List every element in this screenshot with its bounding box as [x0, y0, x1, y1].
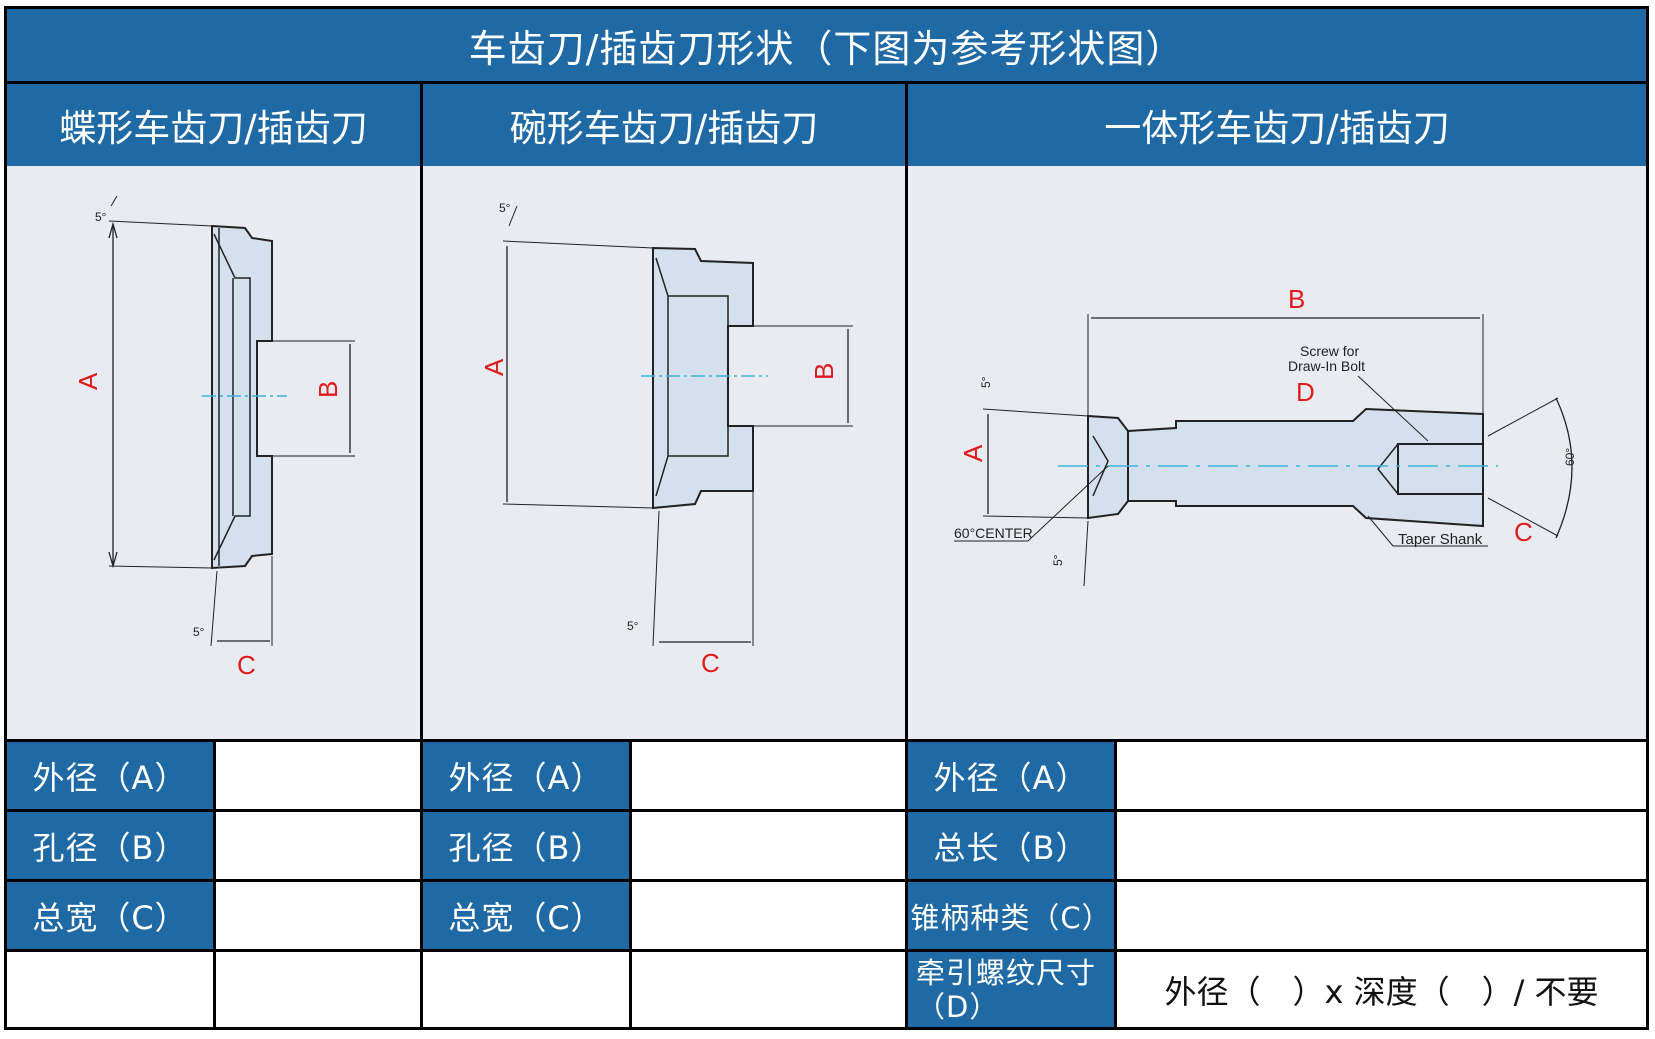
- dim-a-label: A: [73, 372, 103, 390]
- angle-bottom-3: 5°: [1051, 554, 1065, 566]
- label-total-width-2: 总宽（C）: [423, 882, 629, 949]
- heading-integral-type: 一体形车齿刀/插齿刀: [908, 84, 1646, 166]
- label-thread-size-3: 牵引螺纹尺寸（D）: [908, 952, 1114, 1027]
- label-bore-diameter-2: 孔径（B）: [423, 812, 629, 879]
- bowl-cutter-drawing: A B C 5° 5°: [479, 201, 853, 678]
- divider: [7, 879, 1646, 882]
- label-bore-diameter-1: 孔径（B）: [7, 812, 213, 879]
- label-outer-diameter-1: 外径（A）: [7, 742, 213, 809]
- label-total-length-3: 总长（B）: [908, 812, 1114, 879]
- label-taper-type-3: 锥柄种类（C）: [908, 882, 1114, 949]
- dim-b-label: B: [313, 381, 343, 398]
- drawing-panel-bowl: A B C 5° 5°: [423, 166, 905, 739]
- divider: [905, 81, 908, 1027]
- angle-bottom: 5°: [193, 625, 205, 639]
- form-title: 车齿刀/插齿刀形状（下图为参考形状图）: [7, 9, 1646, 81]
- dim-d-label: D: [1296, 377, 1315, 407]
- angle-top-3: 5°: [979, 376, 993, 388]
- heading-disc-type: 蝶形车齿刀/插齿刀: [7, 84, 420, 166]
- input-bore-diameter-1[interactable]: [216, 812, 420, 879]
- angle-60-label: 60°: [1563, 448, 1577, 466]
- dim-c-label-2: C: [701, 648, 720, 678]
- dim-b-label-2: B: [809, 363, 839, 380]
- dim-a-label-2: A: [479, 358, 509, 376]
- integral-cutter-drawing: B A D Screw for Draw-In Bolt Taper Shank…: [954, 284, 1577, 587]
- screw-label-2: Draw-In Bolt: [1288, 358, 1365, 374]
- center-label: 60°CENTER: [954, 525, 1033, 541]
- empty-value-2[interactable]: [632, 952, 905, 1027]
- screw-label-1: Screw for: [1300, 343, 1359, 359]
- input-outer-diameter-3[interactable]: [1117, 742, 1646, 809]
- angle-bottom-2: 5°: [627, 619, 639, 633]
- divider: [7, 739, 1646, 742]
- input-total-length-3[interactable]: [1117, 812, 1646, 879]
- empty-label-2: [423, 952, 629, 1027]
- spec-form: 车齿刀/插齿刀形状（下图为参考形状图） 蝶形车齿刀/插齿刀 碗形车齿刀/插齿刀 …: [4, 6, 1649, 1030]
- empty-value-1[interactable]: [216, 952, 420, 1027]
- empty-label-1: [7, 952, 213, 1027]
- input-outer-diameter-1[interactable]: [216, 742, 420, 809]
- dim-b-label-3: B: [1288, 284, 1305, 314]
- heading-bowl-type: 碗形车齿刀/插齿刀: [423, 84, 905, 166]
- disc-cutter-drawing: A B C 5° 5°: [73, 195, 355, 680]
- input-taper-type-3[interactable]: [1117, 882, 1646, 949]
- dim-a-label-3: A: [958, 444, 988, 462]
- divider: [213, 739, 216, 1027]
- value-thread-size-3[interactable]: 外径（ ）x 深度（ ）/ 不要: [1117, 952, 1646, 1027]
- divider: [420, 81, 423, 1027]
- angle-top-2: 5°: [499, 201, 511, 215]
- input-bore-diameter-2[interactable]: [632, 812, 905, 879]
- divider: [7, 949, 1646, 952]
- input-total-width-1[interactable]: [216, 882, 420, 949]
- angle-top: 5°: [95, 210, 107, 224]
- input-total-width-2[interactable]: [632, 882, 905, 949]
- drawing-panel-disc: A B C 5° 5°: [7, 166, 420, 739]
- divider: [629, 739, 632, 1027]
- divider: [7, 809, 1646, 812]
- dim-c-label-3: C: [1514, 517, 1533, 547]
- divider: [7, 81, 1646, 84]
- drawing-panel-integral: B A D Screw for Draw-In Bolt Taper Shank…: [908, 166, 1646, 739]
- divider: [1114, 739, 1117, 1027]
- label-total-width-1: 总宽（C）: [7, 882, 213, 949]
- dim-c-label: C: [237, 650, 256, 680]
- label-outer-diameter-2: 外径（A）: [423, 742, 629, 809]
- input-outer-diameter-2[interactable]: [632, 742, 905, 809]
- label-outer-diameter-3: 外径（A）: [908, 742, 1114, 809]
- taper-shank-label: Taper Shank: [1398, 531, 1483, 548]
